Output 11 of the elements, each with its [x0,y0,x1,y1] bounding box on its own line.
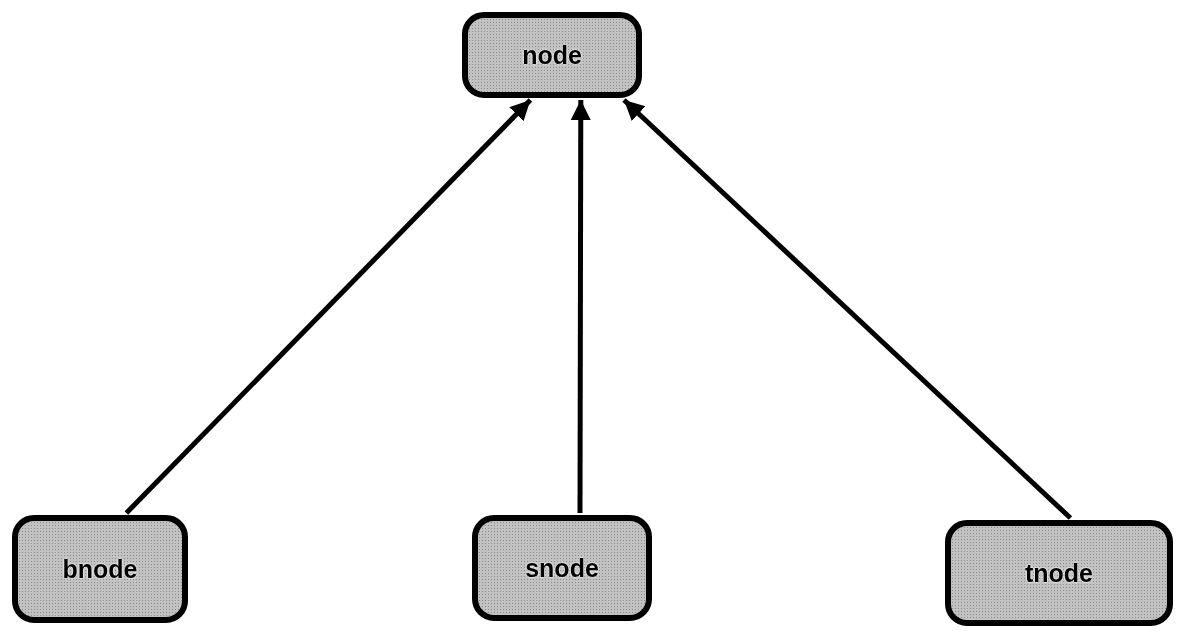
node-label: node [522,40,582,70]
node-label: tnode [1024,558,1093,588]
rounded-box [472,515,652,621]
arrow [622,98,1073,520]
arrow [124,98,533,515]
rounded-box [462,12,642,98]
node-label: bnode [62,554,138,584]
node-label: snode [525,553,599,583]
rounded-box [12,515,188,623]
arrow [570,100,591,513]
rounded-box [945,520,1173,626]
